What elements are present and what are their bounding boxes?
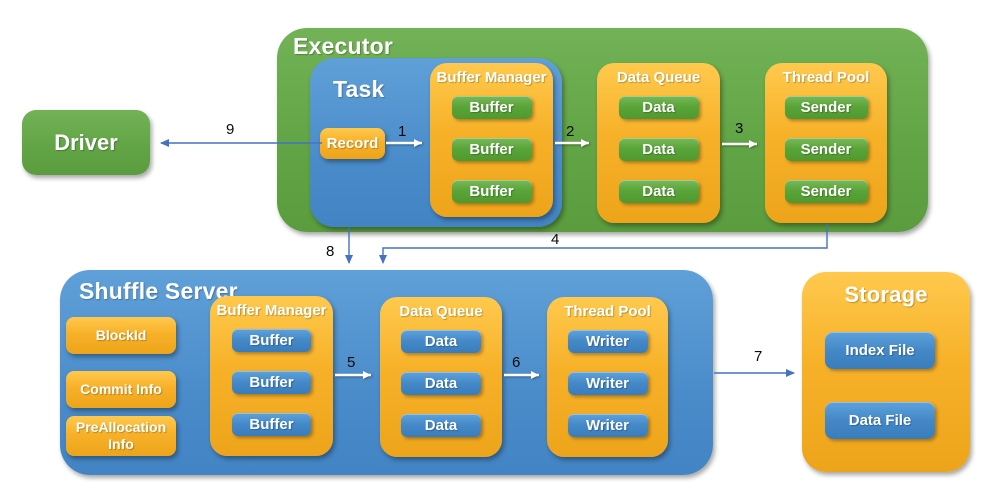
shuffle-thread-pool-title: Thread Pool (564, 303, 651, 320)
task-title: Task (333, 76, 385, 102)
shuffle-buffer-list: Buffer Buffer Buffer (210, 329, 333, 436)
buffer-chip: Buffer (451, 96, 532, 119)
index-file-box: Index File (825, 332, 935, 369)
executor-sender-list: Sender Sender Sender (765, 96, 887, 203)
flow-step-3-label: 3 (735, 120, 744, 137)
block-id-box: BlockId (66, 317, 176, 354)
flow-step-5-label: 5 (347, 354, 356, 371)
flow-step-2-label: 2 (566, 123, 575, 140)
shuffle-thread-pool-panel: Thread Pool Writer Writer Writer (547, 297, 668, 457)
data-file-box: Data File (825, 402, 935, 439)
executor-buffer-list: Buffer Buffer Buffer (430, 96, 553, 203)
data-chip: Data (401, 414, 481, 437)
flow-step-4-label: 4 (551, 231, 560, 248)
shuffle-data-queue-title: Data Queue (399, 303, 483, 320)
buffer-chip: Buffer (232, 329, 311, 352)
flow-step-9-label: 9 (226, 121, 235, 138)
buffer-chip: Buffer (232, 371, 311, 394)
shuffle-writer-list: Writer Writer Writer (547, 330, 668, 437)
executor-thread-pool-panel: Thread Pool Sender Sender Sender (765, 63, 887, 223)
record-box: Record (320, 128, 385, 159)
flow-step-1-label: 1 (398, 123, 407, 140)
sender-chip: Sender (784, 138, 868, 161)
data-chip: Data (618, 138, 699, 161)
buffer-chip: Buffer (232, 413, 311, 436)
shuffle-data-list: Data Data Data (380, 330, 502, 437)
shuffle-buffer-manager-title: Buffer Manager (216, 302, 327, 319)
executor-thread-pool-title: Thread Pool (782, 69, 870, 86)
data-chip: Data (618, 180, 699, 203)
storage-container: Storage Index File Data File (802, 272, 970, 472)
executor-data-list: Data Data Data (597, 96, 720, 203)
executor-buffer-manager-panel: Buffer Manager Buffer Buffer Buffer (430, 63, 553, 217)
storage-title: Storage (844, 282, 928, 307)
executor-data-queue-title: Data Queue (616, 69, 701, 86)
writer-chip: Writer (567, 372, 648, 395)
data-chip: Data (401, 372, 481, 395)
shuffle-data-queue-panel: Data Queue Data Data Data (380, 297, 502, 457)
writer-chip: Writer (567, 330, 648, 353)
buffer-chip: Buffer (451, 180, 532, 203)
driver-box: Driver (22, 110, 150, 175)
flow-step-8-label: 8 (326, 243, 335, 260)
sender-chip: Sender (784, 180, 868, 203)
data-chip: Data (618, 96, 699, 119)
executor-title: Executor (293, 33, 394, 59)
sender-chip: Sender (784, 96, 868, 119)
shuffle-server-title: Shuffle Server (79, 278, 238, 304)
commit-info-box: Commit Info (66, 371, 176, 408)
buffer-chip: Buffer (451, 138, 532, 161)
executor-data-queue-panel: Data Queue Data Data Data (597, 63, 720, 223)
writer-chip: Writer (567, 414, 648, 437)
flow-step-6-label: 6 (512, 354, 521, 371)
executor-buffer-manager-title: Buffer Manager (436, 69, 547, 86)
preallocation-info-box: PreAllocation Info (66, 416, 176, 456)
flow-step-7-label: 7 (754, 348, 763, 365)
data-chip: Data (401, 330, 481, 353)
shuffle-buffer-manager-panel: Buffer Manager Buffer Buffer Buffer (210, 296, 333, 456)
